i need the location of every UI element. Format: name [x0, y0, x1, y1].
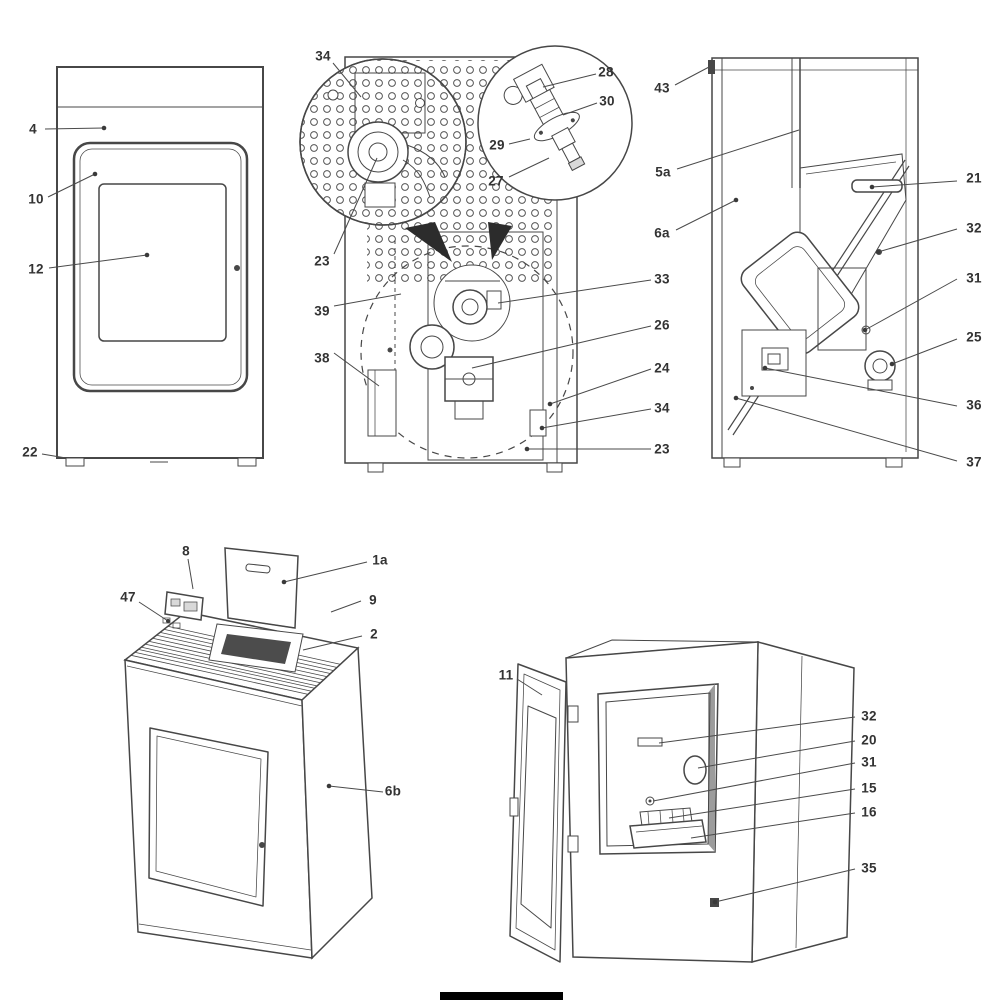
fan-detail-content [300, 59, 466, 225]
part-label-43: 43 [654, 80, 670, 96]
side-panel-iso [301, 646, 373, 960]
part-label-5a: 5a [655, 164, 671, 180]
foot-left [723, 457, 741, 468]
part-label-4: 4 [29, 121, 37, 137]
part-label-23-b: 23 [654, 441, 670, 457]
screw [876, 249, 882, 255]
part-label-6b: 6b [384, 783, 402, 799]
part-label-25: 25 [966, 329, 982, 345]
part-label-10: 10 [28, 191, 44, 207]
part-label-47: 47 [120, 589, 136, 605]
part-label-30: 30 [599, 93, 615, 109]
latch-knob [710, 898, 719, 907]
part-label-39: 39 [314, 303, 330, 319]
part-label-36: 36 [966, 397, 982, 413]
part-label-35: 35 [861, 860, 877, 876]
part-label-33: 33 [654, 271, 670, 287]
rear-view-drawing [299, 45, 633, 473]
part-label-6a: 6a [654, 225, 670, 241]
part-label-26: 26 [654, 317, 670, 333]
foot-right [237, 457, 257, 467]
part-label-28: 28 [598, 64, 614, 80]
part-label-29: 29 [489, 137, 505, 153]
door-handle [234, 265, 240, 271]
door-view-drawing [509, 639, 855, 963]
part-label-1a: 1a [372, 552, 388, 568]
part-label-31-b: 31 [861, 754, 877, 770]
rear-hook [708, 60, 715, 74]
part-label-2: 2 [370, 626, 378, 642]
side-bracket [367, 369, 397, 437]
bottom-screen-artifact [440, 992, 563, 1000]
switch [172, 622, 181, 629]
iso-view-drawing [123, 547, 373, 960]
part-label-16: 16 [861, 804, 877, 820]
part-label-11: 11 [498, 667, 514, 683]
part-label-32-b: 32 [861, 708, 877, 724]
stove-body-front [56, 66, 264, 459]
door-handle-iso [259, 842, 265, 848]
part-label-8: 8 [182, 543, 190, 559]
hinge-top [567, 705, 579, 723]
part-label-31-a: 31 [966, 270, 982, 286]
side-view-drawing [708, 57, 919, 468]
door-latch [509, 797, 519, 817]
part-label-12: 12 [28, 261, 44, 277]
top-bracket [851, 179, 903, 193]
part-label-34-a: 34 [315, 48, 331, 64]
part-label-22: 22 [22, 444, 38, 460]
part-label-15: 15 [861, 780, 877, 796]
part-label-20: 20 [861, 732, 877, 748]
hinge-bottom [567, 835, 579, 853]
hopper-cavity [221, 634, 291, 664]
part-label-24: 24 [654, 360, 670, 376]
part-label-23-a: 23 [314, 253, 330, 269]
foot-right [885, 457, 903, 468]
part-label-38: 38 [314, 350, 330, 366]
foot-left [65, 457, 85, 467]
part-label-21: 21 [966, 170, 982, 186]
front-panel-iso [124, 659, 313, 959]
part-label-37: 37 [966, 454, 982, 470]
smoke-fan [864, 350, 896, 382]
gearmotor [409, 324, 455, 370]
exhaust-fan [347, 121, 409, 183]
part-label-32-a: 32 [966, 220, 982, 236]
part-label-9: 9 [369, 592, 377, 608]
front-view-drawing [56, 66, 264, 467]
part-label-27: 27 [488, 173, 504, 189]
open-door-glass [520, 705, 557, 929]
hopper-lid [224, 547, 299, 629]
part-label-34-b: 34 [654, 400, 670, 416]
pointer-triangle-right [488, 222, 512, 260]
side-panel [751, 641, 855, 963]
switch [162, 617, 171, 624]
door-window-iso [148, 727, 269, 907]
pointer-triangle-left [405, 222, 452, 262]
